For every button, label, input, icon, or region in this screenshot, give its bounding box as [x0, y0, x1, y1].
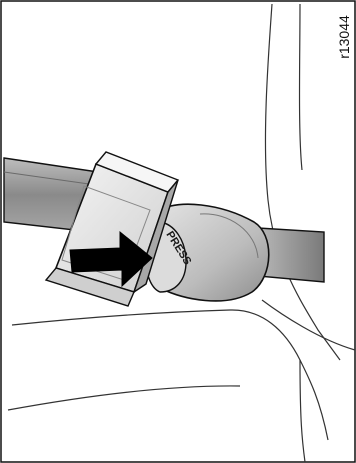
figure-code-label: r13044	[334, 6, 354, 68]
figure-code: r13044	[336, 15, 352, 59]
